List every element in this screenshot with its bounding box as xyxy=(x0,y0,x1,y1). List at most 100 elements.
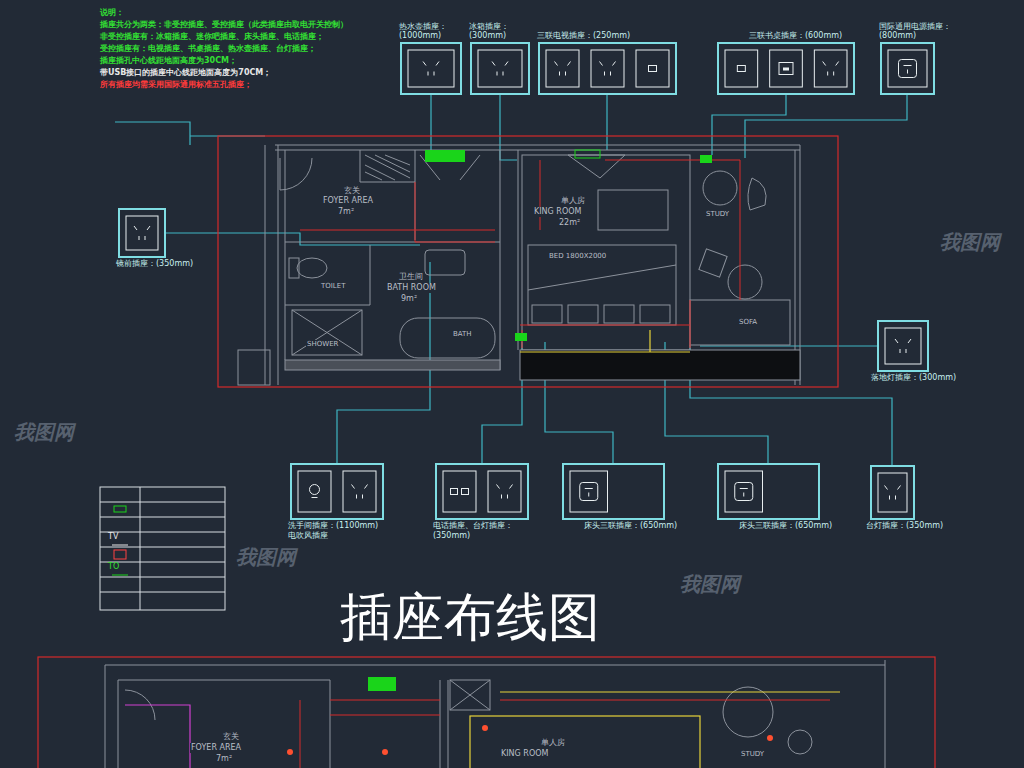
socket-module xyxy=(298,471,331,512)
universal-socket xyxy=(735,483,753,501)
leader-line xyxy=(115,122,265,145)
socket-label: 落地灯插座：(300mm) xyxy=(871,373,961,383)
wall-band xyxy=(285,360,500,370)
socket-modules xyxy=(879,322,927,370)
socket-label-group: 床头三联插座：(650mm) xyxy=(584,521,694,531)
five-hole-socket xyxy=(352,485,368,499)
legend-symbol xyxy=(112,545,128,546)
green-block xyxy=(368,677,396,691)
plan-label: SHOWER xyxy=(306,340,339,348)
socket-label-group: 三联书桌插座：(600mm) xyxy=(749,31,849,41)
socket-label: 镜前插座：(350mm) xyxy=(116,259,196,269)
socket-label: 国际通用电源插座：(800mm) xyxy=(879,22,979,41)
plan-label: KING ROOM xyxy=(533,207,582,217)
socket-panel: 国际通用电源插座：(800mm) xyxy=(880,42,935,95)
plan-label: 22m² xyxy=(558,218,581,228)
plan-label: 7m² xyxy=(215,754,233,764)
plan-label: 玄关 xyxy=(343,186,361,196)
socket-module xyxy=(408,50,454,87)
pillow xyxy=(532,305,562,323)
wall xyxy=(265,145,800,385)
plan-label: TV xyxy=(108,532,118,542)
socket-panel: 床头三联插座：(650mm) xyxy=(717,463,820,520)
watermark: 我图网 xyxy=(940,230,1000,254)
plan-border xyxy=(218,136,838,387)
diagram-title: 插座布线图 xyxy=(340,586,600,648)
socket-label: 台灯插座：(350mm) xyxy=(866,521,946,531)
socket-panel: 洗手间插座：(1100mm)电吹风插座 xyxy=(290,463,384,520)
red-wiring xyxy=(300,700,830,768)
socket-panel: 三联书桌插座：(600mm) xyxy=(717,42,855,95)
socket-label-group: 三联电视插座：(250mm) xyxy=(537,31,682,41)
plan-label: FOYER AREA xyxy=(190,743,242,753)
leader-line xyxy=(745,95,907,158)
leader-line xyxy=(606,95,607,150)
fixture xyxy=(450,680,490,710)
leader-lines xyxy=(115,95,907,465)
socket-panel: 热水壶插座：(1000mm) xyxy=(400,42,462,95)
socket-module xyxy=(546,50,579,87)
chair xyxy=(788,730,812,754)
socket-module xyxy=(478,50,522,87)
plan-label: 单人房 xyxy=(540,738,566,748)
socket-label: 床头三联插座：(650mm) xyxy=(584,521,694,531)
socket-panel: 冰箱插座：(300mm) xyxy=(470,42,530,95)
socket-module xyxy=(770,50,803,87)
plan-label: 单人房 xyxy=(560,196,586,206)
five-hole-socket xyxy=(423,62,439,76)
table-grid xyxy=(100,487,225,610)
yellow-line xyxy=(500,691,840,692)
magenta-line xyxy=(125,705,190,768)
light-point xyxy=(287,749,293,755)
five-hole-socket xyxy=(600,62,616,76)
study-table xyxy=(723,687,773,737)
plan-label: 7m² xyxy=(337,207,355,217)
socket-modules xyxy=(719,44,853,93)
closet-hatch xyxy=(365,155,410,180)
note-text: 非受控插座有：冰箱插座、迷你吧插座、床头插座、电话插座； xyxy=(100,32,324,42)
pillow xyxy=(604,305,634,323)
chair xyxy=(748,178,766,210)
socket-label-group: 洗手间插座：(1100mm)电吹风插座 xyxy=(288,521,392,540)
shaver-socket xyxy=(310,485,320,495)
bathtub xyxy=(400,318,495,358)
socket-label-group: 国际通用电源插座：(800mm) xyxy=(879,22,979,41)
socket-modules xyxy=(540,44,675,93)
plan-label: STUDY xyxy=(705,210,730,218)
socket-module xyxy=(888,50,927,87)
green-block xyxy=(700,155,712,163)
socket-panel: 电话插座、台灯插座：(350mm) xyxy=(435,463,529,520)
room-outline xyxy=(522,155,690,350)
shower-drain xyxy=(292,310,362,355)
socket-module xyxy=(725,471,763,512)
plan-label: KING ROOM xyxy=(500,749,549,759)
pillow xyxy=(568,305,598,323)
usb-port xyxy=(783,68,789,71)
watermark: 我图网 xyxy=(680,572,740,596)
socket-module xyxy=(343,471,376,512)
desk-area xyxy=(598,190,668,230)
wire xyxy=(520,160,740,348)
universal-socket xyxy=(580,483,598,501)
socket-module xyxy=(443,471,476,512)
five-hole-socket xyxy=(823,62,839,76)
socket-label-group: 镜前插座：(350mm) xyxy=(116,259,196,269)
five-hole-socket xyxy=(497,485,513,499)
walls xyxy=(238,145,800,385)
socket-modules xyxy=(872,467,913,518)
socket-panel: 镜前插座：(350mm) xyxy=(118,208,166,258)
column xyxy=(238,350,270,385)
note-text: 插座共分为两类：非受控插座、受控插座（此类插座由取电开关控制） xyxy=(100,20,348,30)
socket-modules xyxy=(882,44,933,93)
five-hole-socket xyxy=(885,486,901,500)
sofa xyxy=(690,300,790,345)
plan-label: FOYER AREA xyxy=(322,196,374,206)
fixture xyxy=(450,680,490,710)
note-text: 说明： xyxy=(100,8,124,18)
watermark: 我图网 xyxy=(236,545,296,569)
leader-line xyxy=(430,95,431,150)
socket-label: 热水壶插座：(1000mm) xyxy=(399,22,467,41)
socket-label: 电话插座、台灯插座：(350mm) xyxy=(433,521,547,540)
socket-label-group: 冰箱插座：(300mm) xyxy=(469,22,535,41)
